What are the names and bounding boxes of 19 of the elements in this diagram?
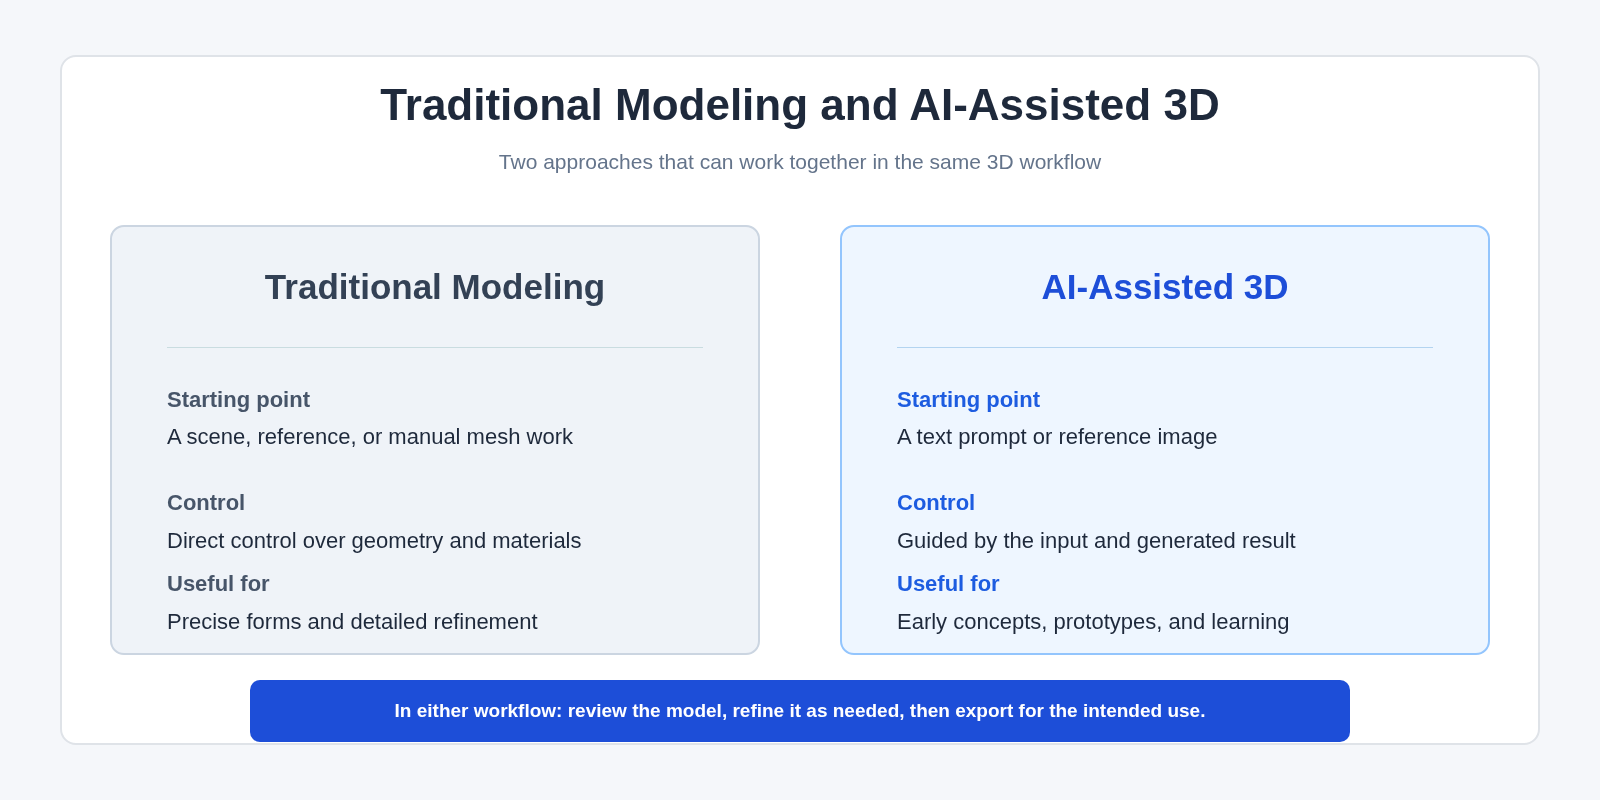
- subtitle: Two approaches that can work together in the same 3D workflow: [498, 150, 1102, 173]
- page-title: Traditional Modeling and AI-Assisted 3D: [380, 80, 1220, 129]
- section-label: Control: [167, 490, 246, 516]
- section-label: Useful for: [167, 571, 270, 597]
- note-banner: In either workflow: review the model, refine it as needed, then export for the intended use.: [250, 680, 1350, 742]
- comparison-panel: [110, 225, 760, 655]
- section-label: Starting point: [897, 387, 1040, 413]
- section-label: Useful for: [897, 571, 1000, 597]
- panel-heading: Traditional Modeling: [264, 267, 606, 306]
- section-label: Control: [897, 490, 976, 516]
- section-text: A text prompt or reference image: [897, 424, 1218, 450]
- section-text: Direct control over geometry and materials: [167, 528, 582, 554]
- section-text: Guided by the input and generated result: [897, 528, 1296, 554]
- section-text: Precise forms and detailed refinement: [167, 609, 538, 635]
- section-text: Early concepts, prototypes, and learning: [897, 609, 1290, 635]
- panel-heading: AI-Assisted 3D: [1041, 267, 1289, 306]
- section-label: Starting point: [167, 387, 310, 413]
- section-text: A scene, reference, or manual mesh work: [167, 424, 573, 450]
- comparison-panel: [840, 225, 1490, 655]
